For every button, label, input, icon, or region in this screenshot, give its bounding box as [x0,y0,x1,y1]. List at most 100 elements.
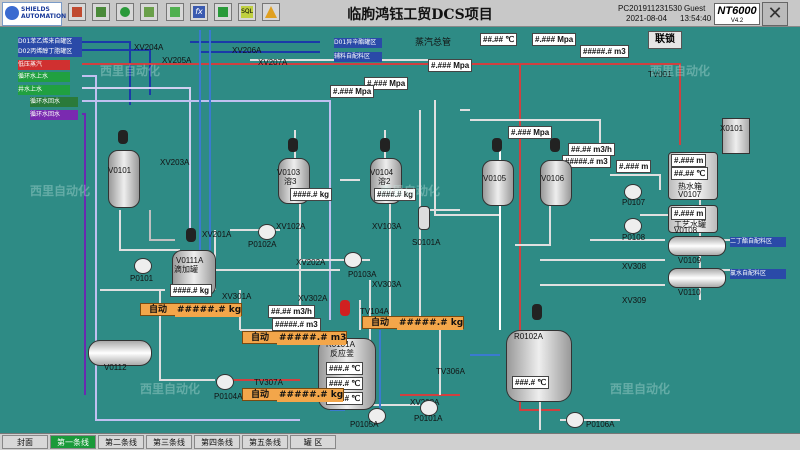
left-tag-styrene[interactable]: D01苯乙烯来自罐区 [18,37,82,47]
vessel-v0110[interactable] [668,268,726,288]
power-icon[interactable] [116,3,134,21]
pump-p0104a[interactable]: P0104A [214,392,243,401]
interlock-button[interactable]: 联锁 [648,31,682,49]
pump-p0106a-icon[interactable] [566,412,584,428]
steam-temp-readout[interactable]: ##.## ℃ [480,33,518,46]
home-icon[interactable] [68,3,86,21]
valve-xv301a[interactable]: XV301A [222,292,252,301]
valve-xv308[interactable]: XV308 [622,262,647,271]
reactor-temp-2[interactable]: ###.# ℃ [326,377,364,390]
pump-p0102a[interactable]: P0102A [248,240,277,249]
tools-icon[interactable] [92,3,110,21]
vessel-v0112[interactable] [88,340,152,366]
valve-xv207a[interactable]: XV207A [258,58,288,67]
level-readout[interactable]: #.### m [616,160,652,173]
pressure-readout-1[interactable]: #.### Mpa [428,59,473,72]
close-button[interactable]: ✕ [762,2,788,26]
valve-tv001[interactable]: TV001 [648,70,672,79]
left-tag-cw-supply[interactable]: 循环水上水 [18,72,70,82]
nav-tank-area[interactable]: 罐 区 [290,435,336,449]
process-water-level[interactable]: #.### m [671,207,707,220]
valve-xv302a[interactable]: XV302A [298,294,328,303]
pump-p0101[interactable]: P0101 [130,274,154,283]
steam-pressure-readout[interactable]: #.### Mpa [532,33,577,46]
pump-p0101a-icon[interactable] [420,400,438,416]
valve-xv202a[interactable]: XV202A [296,258,326,267]
valve-xv103a[interactable]: XV103A [372,222,402,231]
vessel-v0109[interactable] [668,236,726,256]
tag-v0105: V0105 [483,174,507,183]
valve-tv307a[interactable]: TV307A [254,378,283,387]
pump-p0101a[interactable]: P0101A [414,414,443,423]
v0104-weight[interactable]: ####.# kg [374,188,417,201]
pump-p0106a[interactable]: P0106A [586,420,615,429]
hot-water-temp[interactable]: ##.## ℃ [671,167,709,180]
valve-xv303a[interactable]: XV303A [372,280,402,289]
v0103-weight[interactable]: ####.# kg [290,188,333,201]
pump-p0105a-icon[interactable] [368,408,386,424]
reactor-r0102[interactable] [506,330,572,402]
chart-icon[interactable] [214,3,232,21]
pump-p0107[interactable]: P0107 [622,198,646,207]
valve-tv104a[interactable]: TV104A [360,307,389,316]
pressure-readout-4[interactable]: #.### Mpa [508,126,553,139]
reactor-flow-total[interactable]: #####.# m3 [272,318,321,331]
function-icon[interactable]: fx [190,3,208,21]
r0102-temp[interactable]: ###.# ℃ [512,376,550,389]
left-tag-well-water[interactable]: 井水上水 [18,85,70,95]
valve-tv306a[interactable]: TV306A [436,367,465,376]
pump-p0102a-icon[interactable] [258,224,276,240]
pump-p0105a[interactable]: P0105A [350,420,379,429]
pump-p0107-icon[interactable] [624,184,642,200]
pump-p0101-icon[interactable] [134,258,152,274]
pressure-readout-3[interactable]: #.### Mpa [330,85,375,98]
auto-feed-box-1[interactable]: 自动#####.# kg [140,303,243,317]
valve-xv201a[interactable]: XV201A [202,230,232,239]
vessel-x0101[interactable] [722,118,750,154]
left-tag-cw-return[interactable]: 循环水回水 [30,97,78,107]
vessel-v0106[interactable] [540,160,572,206]
right-tag-aux[interactable]: 辅料自配料区 [334,52,382,62]
nav-line4[interactable]: 第四条线 [194,435,240,449]
valve-xv309[interactable]: XV309 [622,296,647,305]
nav-line1[interactable]: 第一条线 [50,435,96,449]
nav-line2[interactable]: 第二条线 [98,435,144,449]
vessel-v0105[interactable] [482,160,514,206]
pump-p0103a-icon[interactable] [344,252,362,268]
pump-p0104a-icon[interactable] [216,374,234,390]
left-tag-propylene[interactable]: D02丙烯醇丁脂罐区 [18,47,82,57]
valve-xv102a[interactable]: XV102A [276,222,306,231]
auto-feed-box-3[interactable]: 自动#####.# kg [362,316,465,330]
pressure-readout-2[interactable]: #.### Mpa [364,77,409,90]
left-tag-cw-return2[interactable]: 循环水回水 [30,110,78,120]
agitator-motor-icon [532,304,542,320]
nav-line3[interactable]: 第三条线 [146,435,192,449]
valve-xv206a[interactable]: XV206A [232,46,262,55]
vessel-v0101[interactable] [108,150,140,208]
pump-p0103a[interactable]: P0103A [348,270,377,279]
trend-icon[interactable] [140,3,158,21]
nav-cover[interactable]: 封面 [2,435,48,449]
steam-total-readout[interactable]: #####.# m3 [580,45,629,58]
valve-xv205a[interactable]: XV205A [162,56,192,65]
right-tag-octyl[interactable]: D01异辛酯罐区 [334,38,382,48]
pump-p0108-icon[interactable] [624,218,642,234]
left-tag-steam[interactable]: 低压蒸汽 [18,60,70,70]
auto-feed-box-2[interactable]: 自动#####.# m3 [242,331,348,345]
auto-feed-box-4[interactable]: 自动#####.# kg [242,388,345,402]
agitator-motor-icon [340,300,350,316]
alarm-bell-icon[interactable] [262,3,280,21]
hot-water-level[interactable]: #.### m [671,154,707,167]
bolt-icon[interactable] [166,3,184,21]
right-tag-dbp[interactable]: 二丁酯自配料区 [730,237,786,247]
nav-line5[interactable]: 第五条线 [242,435,288,449]
sql-icon[interactable]: SQL [238,3,256,21]
pump-p0108[interactable]: P0108 [622,233,646,242]
v0111-weight[interactable]: ####.# kg [170,284,213,297]
valve-xv204a[interactable]: XV204A [134,43,164,52]
reactor-temp-1[interactable]: ###.# ℃ [326,362,364,375]
reactor-flow-rate[interactable]: ##.## m3/h [268,305,315,318]
right-tag-chlorine[interactable]: 氯水自配料区 [730,269,786,279]
valve-xv203a[interactable]: XV203A [160,158,190,167]
filter-s0101[interactable] [418,206,430,230]
